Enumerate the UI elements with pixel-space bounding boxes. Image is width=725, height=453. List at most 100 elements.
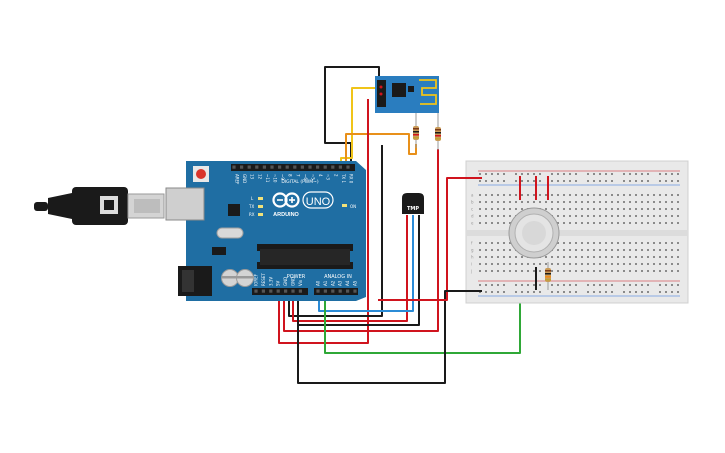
breadboard-hole[interactable] <box>665 270 667 272</box>
header-pin[interactable] <box>278 165 282 169</box>
breadboard-hole[interactable] <box>623 173 625 175</box>
breadboard-hole[interactable] <box>503 249 505 251</box>
breadboard-hole[interactable] <box>515 263 517 265</box>
breadboard-hole[interactable] <box>665 201 667 203</box>
breadboard-hole[interactable] <box>521 270 523 272</box>
breadboard-hole[interactable] <box>575 222 577 224</box>
breadboard-hole[interactable] <box>671 263 673 265</box>
breadboard-hole[interactable] <box>491 208 493 210</box>
breadboard-hole[interactable] <box>659 270 661 272</box>
breadboard-hole[interactable] <box>593 222 595 224</box>
breadboard-hole[interactable] <box>611 242 613 244</box>
breadboard-hole[interactable] <box>539 284 541 286</box>
breadboard-hole[interactable] <box>497 215 499 217</box>
breadboard-hole[interactable] <box>641 291 643 293</box>
breadboard-hole[interactable] <box>599 270 601 272</box>
breadboard-hole[interactable] <box>497 284 499 286</box>
breadboard-hole[interactable] <box>581 201 583 203</box>
breadboard-hole[interactable] <box>593 284 595 286</box>
breadboard-hole[interactable] <box>479 284 481 286</box>
header-pin[interactable] <box>338 165 342 169</box>
breadboard-hole[interactable] <box>641 249 643 251</box>
breadboard-hole[interactable] <box>587 222 589 224</box>
breadboard-hole[interactable] <box>485 284 487 286</box>
breadboard-hole[interactable] <box>671 215 673 217</box>
breadboard-hole[interactable] <box>521 180 523 182</box>
breadboard-hole[interactable] <box>503 215 505 217</box>
wire-blue-tmp-signal[interactable] <box>318 215 414 312</box>
breadboard-hole[interactable] <box>521 263 523 265</box>
breadboard-hole[interactable] <box>509 263 511 265</box>
breadboard-hole[interactable] <box>587 256 589 258</box>
breadboard-hole[interactable] <box>629 291 631 293</box>
breadboard-hole[interactable] <box>623 291 625 293</box>
breadboard-hole[interactable] <box>569 222 571 224</box>
breadboard-hole[interactable] <box>677 180 679 182</box>
breadboard-hole[interactable] <box>557 201 559 203</box>
breadboard-hole[interactable] <box>569 256 571 258</box>
breadboard-hole[interactable] <box>563 291 565 293</box>
breadboard-hole[interactable] <box>545 194 547 196</box>
header-pin[interactable] <box>316 289 320 293</box>
breadboard-hole[interactable] <box>665 215 667 217</box>
breadboard-hole[interactable] <box>671 284 673 286</box>
wire-red-esp-vcc[interactable] <box>278 99 369 344</box>
breadboard-hole[interactable] <box>491 270 493 272</box>
breadboard-hole[interactable] <box>557 173 559 175</box>
breadboard-hole[interactable] <box>581 249 583 251</box>
breadboard-hole[interactable] <box>671 256 673 258</box>
breadboard-hole[interactable] <box>665 242 667 244</box>
header-pin[interactable] <box>316 165 320 169</box>
breadboard-hole[interactable] <box>671 242 673 244</box>
breadboard-hole[interactable] <box>509 242 511 244</box>
breadboard-hole[interactable] <box>623 194 625 196</box>
breadboard-hole[interactable] <box>497 222 499 224</box>
breadboard-hole[interactable] <box>575 180 577 182</box>
breadboard-hole[interactable] <box>557 291 559 293</box>
breadboard-hole[interactable] <box>623 208 625 210</box>
breadboard-hole[interactable] <box>665 173 667 175</box>
breadboard-hole[interactable] <box>521 173 523 175</box>
breadboard-hole[interactable] <box>671 201 673 203</box>
breadboard-hole[interactable] <box>665 291 667 293</box>
wire-black-esp-gnd-2[interactable] <box>288 145 383 317</box>
breadboard-hole[interactable] <box>491 242 493 244</box>
breadboard-hole[interactable] <box>545 208 547 210</box>
breadboard-hole[interactable] <box>677 291 679 293</box>
breadboard-hole[interactable] <box>677 249 679 251</box>
breadboard-hole[interactable] <box>671 249 673 251</box>
breadboard-hole[interactable] <box>593 256 595 258</box>
breadboard-hole[interactable] <box>491 284 493 286</box>
breadboard-hole[interactable] <box>497 173 499 175</box>
breadboard-hole[interactable] <box>653 270 655 272</box>
breadboard-hole[interactable] <box>587 263 589 265</box>
breadboard-hole[interactable] <box>563 215 565 217</box>
breadboard-hole[interactable] <box>503 284 505 286</box>
breadboard-hole[interactable] <box>635 270 637 272</box>
breadboard-hole[interactable] <box>671 173 673 175</box>
header-pin[interactable] <box>276 289 280 293</box>
breadboard-hole[interactable] <box>491 222 493 224</box>
breadboard-hole[interactable] <box>653 201 655 203</box>
breadboard-hole[interactable] <box>485 201 487 203</box>
breadboard-hole[interactable] <box>647 256 649 258</box>
breadboard-hole[interactable] <box>647 180 649 182</box>
breadboard-hole[interactable] <box>503 263 505 265</box>
breadboard-hole[interactable] <box>617 215 619 217</box>
breadboard-hole[interactable] <box>599 291 601 293</box>
breadboard-hole[interactable] <box>563 263 565 265</box>
resistor-icon[interactable] <box>435 113 441 150</box>
breadboard-hole[interactable] <box>665 208 667 210</box>
breadboard-hole[interactable] <box>623 201 625 203</box>
breadboard-hole[interactable] <box>593 291 595 293</box>
header-pin[interactable] <box>353 289 357 293</box>
breadboard-hole[interactable] <box>551 208 553 210</box>
breadboard-hole[interactable] <box>641 256 643 258</box>
breadboard-hole[interactable] <box>635 284 637 286</box>
breadboard-hole[interactable] <box>575 215 577 217</box>
header-pin[interactable] <box>346 165 350 169</box>
breadboard-hole[interactable] <box>599 256 601 258</box>
breadboard-hole[interactable] <box>629 263 631 265</box>
breadboard-hole[interactable] <box>665 249 667 251</box>
breadboard-hole[interactable] <box>653 208 655 210</box>
